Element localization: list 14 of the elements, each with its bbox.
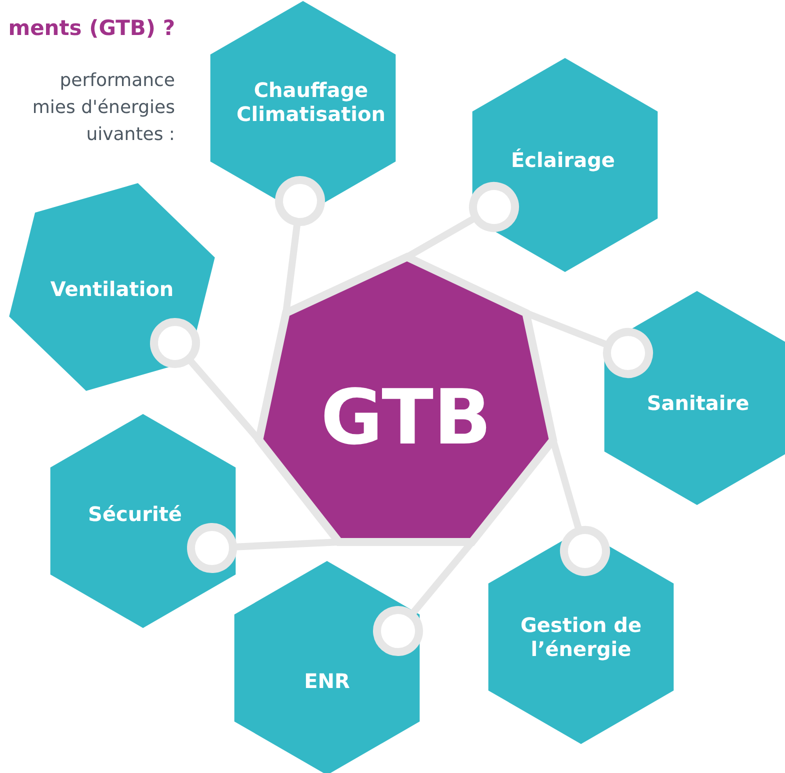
node-label: Sanitaire [646,391,750,415]
connector-line [550,439,610,576]
node-label: Ventilation [50,277,174,301]
center-title: GTB [320,371,492,463]
paragraph-line: mies d'énergies [31,97,175,118]
connector-line [187,523,340,573]
node-label: Sécurité [88,502,182,526]
node-label: ENR [304,669,350,693]
heading: ments (GTB) ? [7,16,175,40]
node-label: Gestion de l’énergie [519,613,643,661]
node-label: Chauffage Climatisation [236,78,386,126]
paragraph-line: uivantes : [85,124,175,145]
node-label: Éclairage [511,148,615,172]
paragraph-line: performance [58,70,175,91]
